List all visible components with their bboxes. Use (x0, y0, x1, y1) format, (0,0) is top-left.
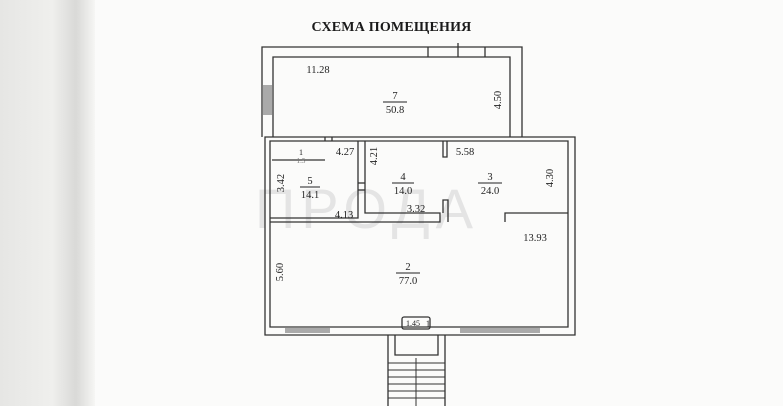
lower-inner-wall (269, 140, 569, 328)
dim-5-60: 5.60 (275, 263, 286, 281)
room-4-walls (270, 141, 441, 223)
porch-landing (394, 335, 439, 356)
room-4-number: 4 (400, 172, 406, 183)
room-4-area: 14.0 (394, 186, 412, 197)
dim-3-42: 3.42 (276, 174, 287, 192)
room-1-area: 1.5 (297, 157, 306, 165)
room-7-number: 7 (392, 91, 397, 102)
dim-room7-height: 4.50 (493, 91, 504, 109)
watermark: ПРОДА (255, 177, 479, 240)
room-2-number: 2 (405, 262, 410, 273)
entrance-label: 1 (426, 319, 431, 329)
room-7-walls (272, 56, 511, 137)
lower-outer-wall (264, 136, 576, 336)
room-5-walls (270, 141, 359, 219)
walls (261, 43, 576, 406)
room-5-area: 14.1 (301, 190, 319, 201)
room-7-area: 50.8 (386, 105, 404, 116)
dim-1-45: 1.45 (406, 319, 420, 328)
entrance-door (401, 316, 431, 330)
dim-4-13: 4.13 (335, 210, 353, 221)
dim-5-58: 5.58 (456, 147, 474, 158)
room-3-number: 3 (487, 172, 492, 183)
page-binding-shadow (0, 0, 95, 406)
dim-13-93: 13.93 (523, 233, 547, 244)
room-2-area: 77.0 (399, 276, 417, 287)
room-3-partition (504, 212, 568, 222)
page-title: СХЕМА ПОМЕЩЕНИЯ (311, 20, 472, 35)
dim-room7-width: 11.28 (306, 65, 329, 76)
dim-4-30: 4.30 (545, 169, 556, 187)
room-1-number: 1 (299, 148, 303, 157)
dim-4-27: 4.27 (336, 147, 354, 158)
room-3-area: 24.0 (481, 186, 499, 197)
stairs (388, 358, 445, 406)
dim-4-21: 4.21 (369, 147, 380, 165)
upper-outer-wall (261, 46, 523, 137)
dim-3-32: 3.32 (407, 204, 425, 215)
windows (263, 85, 540, 333)
room-5-number: 5 (307, 176, 312, 187)
